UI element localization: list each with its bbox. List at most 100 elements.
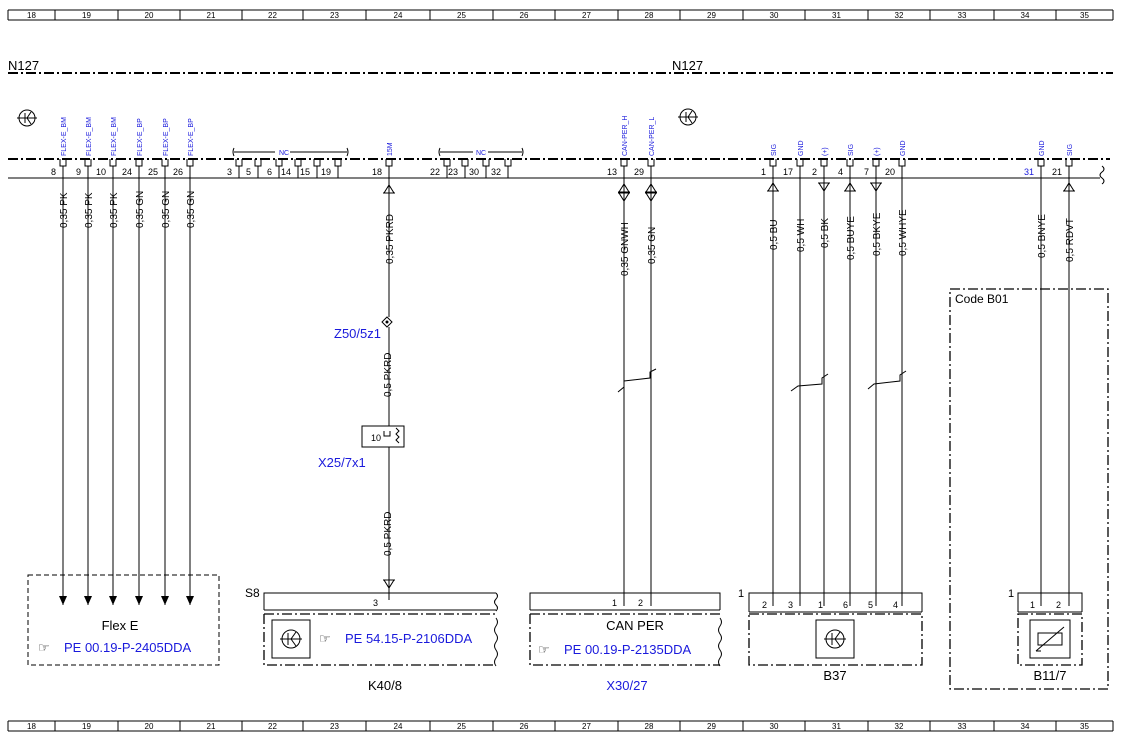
ruler-number: 29 <box>707 11 716 20</box>
k40-control-unit-icon <box>280 629 302 649</box>
bus-signal-label: GND <box>1039 140 1046 156</box>
ruler-number: 32 <box>895 722 904 731</box>
ruler-number: 33 <box>958 11 967 20</box>
ruler-number: 21 <box>207 11 216 20</box>
b37-connector-number: 1 <box>738 588 744 600</box>
n127-ground-symbol-right-icon <box>678 108 698 126</box>
bus-signal-label: 15M <box>387 142 394 156</box>
wire-label: 0,35 GN <box>161 191 172 228</box>
b11-name: B11/7 <box>1033 668 1066 683</box>
pin-stub <box>482 159 490 167</box>
b37-name: B37 <box>823 668 846 683</box>
wire-arrow-icon <box>135 596 143 605</box>
z50-link[interactable]: Z50/5z1 <box>334 326 381 341</box>
bus-signal-label: FLEX-E_BP <box>137 118 144 156</box>
ruler-number: 22 <box>268 11 277 20</box>
ruler-number: 19 <box>82 11 91 20</box>
ruler-number: 24 <box>394 11 403 20</box>
wire-arrow-icon <box>59 596 67 605</box>
pin-number: 7 <box>864 167 869 177</box>
wire-label: 0,5 RDVT <box>1065 218 1076 262</box>
x30-ref-link[interactable]: PE 00.19-P-2135DDA <box>564 642 692 657</box>
pin-stub <box>275 159 283 167</box>
b37-housing <box>748 592 923 612</box>
b37-pin-number: 6 <box>843 600 848 610</box>
pin-stub <box>334 159 342 167</box>
ruler-number: 34 <box>1021 11 1030 20</box>
pin-number: 3 <box>227 167 232 177</box>
b37-twist-mark-1 <box>790 373 829 392</box>
k40-ref-link[interactable]: PE 54.15-P-2106DDA <box>345 631 473 646</box>
x25-pin-icon <box>383 431 391 437</box>
pin-stub <box>294 159 302 167</box>
pin-number: 2 <box>812 167 817 177</box>
pin-stub <box>135 159 143 167</box>
flex-e-ref-link[interactable]: PE 00.19-P-2405DDA <box>64 640 192 655</box>
pin-number: 25 <box>148 167 158 177</box>
pin-number: 9 <box>76 167 81 177</box>
b11-frame <box>1017 613 1083 666</box>
pin-number: 22 <box>430 167 440 177</box>
pin-stub <box>254 159 262 167</box>
wire-arrow-icon <box>109 596 117 605</box>
pin-stub <box>1065 159 1073 167</box>
pin-number: 19 <box>321 167 331 177</box>
pin-number: 29 <box>634 167 644 177</box>
ruler-number: 28 <box>645 722 654 731</box>
wire-label: 0,35 PK <box>109 192 120 228</box>
x30-title: CAN PER <box>606 618 664 633</box>
wire-label: 0,35 GN <box>647 227 658 264</box>
s8-label: S8 <box>245 586 260 600</box>
nc-bracket-left <box>232 147 349 157</box>
pin-number: 1 <box>761 167 766 177</box>
x25-link[interactable]: X25/7x1 <box>318 455 366 470</box>
b37-pin-number: 2 <box>762 600 767 610</box>
wire-label: 0,35 GNWH <box>620 222 631 276</box>
pin-number: 32 <box>491 167 501 177</box>
k40-name: K40/8 <box>368 678 402 693</box>
x30-frame <box>529 613 720 666</box>
ruler-number: 28 <box>645 11 654 20</box>
x30-name[interactable]: X30/27 <box>606 678 647 693</box>
pin-stub <box>796 159 804 167</box>
wire-label: 0,5 BU <box>769 219 780 250</box>
b11-pin2-number: 2 <box>1056 600 1061 610</box>
bus-signal-label: CAN-PER_H <box>622 116 629 156</box>
wire-label: 0,35 GN <box>186 191 197 228</box>
b11-pin1-number: 1 <box>1030 600 1035 610</box>
pin-number: 21 <box>1052 167 1062 177</box>
pin-number: 24 <box>122 167 132 177</box>
flex-e-title: Flex E <box>102 618 139 633</box>
k40-frame <box>263 613 496 666</box>
ruler-number: 23 <box>330 722 339 731</box>
bus-signal-label: SIG <box>771 144 778 156</box>
ruler-number: 25 <box>457 722 466 731</box>
pin-number: 15 <box>300 167 310 177</box>
ruler-number: 26 <box>520 11 529 20</box>
pin-stub <box>872 159 880 167</box>
pin-number: 17 <box>783 167 793 177</box>
x30-box: 1 2 CAN PER ☞ PE 00.19-P-2135DDA X30/27 <box>529 592 722 693</box>
b37-pin-number: 4 <box>893 600 898 610</box>
s8-break-icon <box>494 592 498 612</box>
b37-pin-number: 1 <box>818 600 823 610</box>
bus-signal-label: GND <box>798 140 805 156</box>
wires <box>59 178 1075 606</box>
x25-pin-number: 10 <box>371 433 381 443</box>
ruler-number: 24 <box>394 722 403 731</box>
x30-pin1-number: 1 <box>612 598 617 608</box>
ruler-number: 29 <box>707 722 716 731</box>
pin-stub <box>846 159 854 167</box>
pin-number: 20 <box>885 167 895 177</box>
b37-sensor-icon <box>824 629 846 649</box>
ruler-number: 27 <box>582 11 591 20</box>
b11-symbol-frame <box>1029 619 1071 659</box>
ruler-number: 26 <box>520 722 529 731</box>
nc-bracket-middle <box>438 147 524 157</box>
bus-signal-label: GND <box>900 140 907 156</box>
pin-stub <box>1037 159 1045 167</box>
